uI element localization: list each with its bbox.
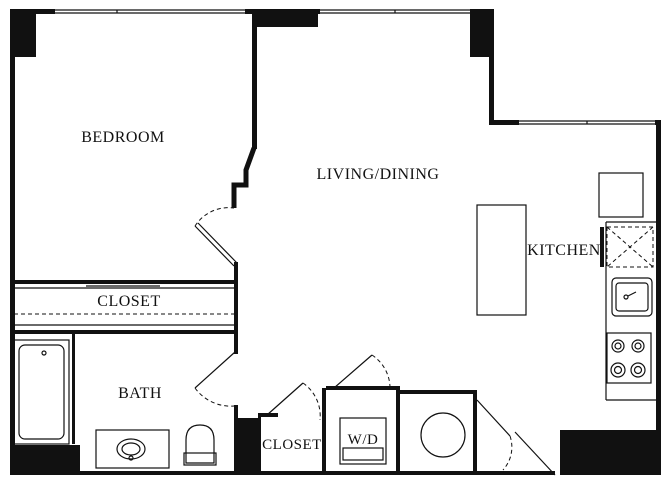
bath-fixtures [13,339,217,469]
room-label-bedroom: BEDROOM [81,129,165,146]
doors [194,207,556,476]
bedroom-closet [14,282,234,326]
room-label-bath: BATH [118,385,162,402]
room-label-washer-dryer: W/D [348,432,379,448]
bathtub-icon [13,339,70,445]
dishwasher-icon [600,226,654,268]
utility [339,412,466,465]
exterior-walls [10,9,661,475]
stove-icon [606,332,652,384]
sink-icon [95,429,170,469]
refrigerator-icon [598,172,644,218]
interior-walls [10,9,477,475]
toilet-icon [183,424,217,466]
kitchen-island-icon [476,204,527,316]
water-heater-icon [420,412,466,458]
room-label-kitchen: KITCHEN [527,242,601,259]
washer-dryer-icon [339,417,387,465]
room-label-closet-hall: CLOSET [262,437,322,453]
kitchen-sink-icon [611,277,653,317]
kitchen [476,172,656,401]
room-label-living-dining: LIVING/DINING [317,166,440,183]
room-label-closet-bedroom: CLOSET [97,293,160,310]
